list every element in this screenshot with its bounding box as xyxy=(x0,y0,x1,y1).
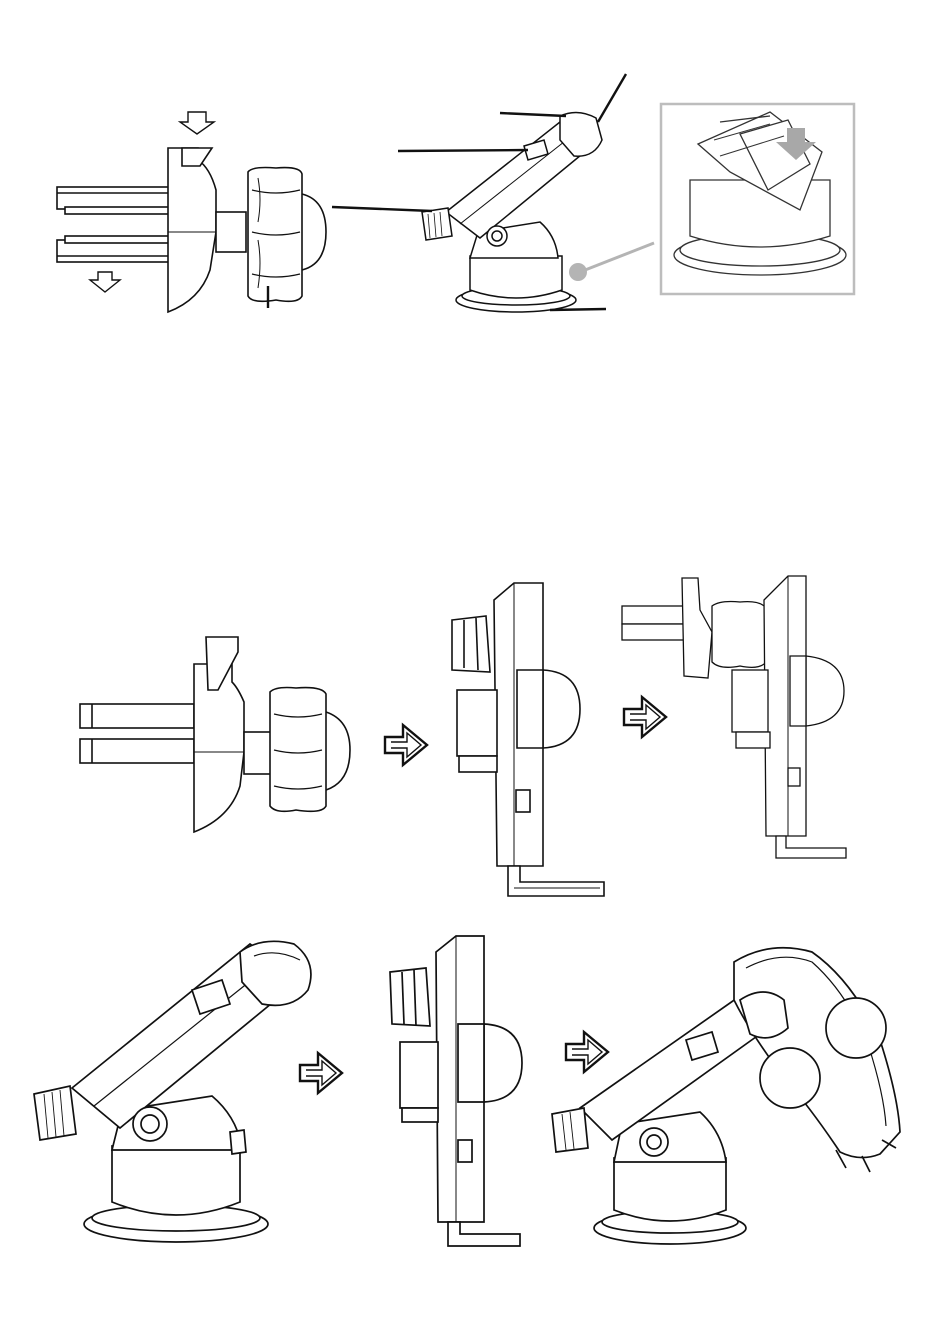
leader-line xyxy=(398,150,528,151)
ball-socket xyxy=(248,168,326,302)
clip-neck xyxy=(216,212,246,252)
release-arrow-icon xyxy=(90,272,120,292)
arm-knob xyxy=(422,208,452,240)
step-arrow-icon xyxy=(624,697,666,737)
leader-line xyxy=(598,74,626,122)
leader-line xyxy=(500,113,566,116)
step-arrow-icon xyxy=(300,1053,342,1093)
vent-mount-sequence xyxy=(80,576,846,896)
press-arrow-icon xyxy=(180,112,214,134)
vent-clip-side-view xyxy=(57,112,326,312)
phone-holder-side xyxy=(452,583,604,896)
leader-line xyxy=(550,309,606,310)
detail-inset xyxy=(569,104,854,294)
vent-clip-assembly xyxy=(80,637,350,832)
step-arrow-icon xyxy=(566,1032,608,1072)
callout-dot xyxy=(569,263,587,281)
callout-line xyxy=(580,243,654,272)
step-arrow-icon xyxy=(385,725,427,765)
clip-body xyxy=(168,148,216,312)
parts-overview xyxy=(57,74,854,312)
dash-mount-sequence xyxy=(34,936,900,1246)
dash-mount-large xyxy=(34,941,311,1242)
vent-prong-upper xyxy=(57,187,169,214)
leader-line xyxy=(332,207,432,211)
dash-assembly-complete xyxy=(552,948,900,1244)
base-housing xyxy=(470,256,562,298)
vent-prong-lower xyxy=(57,236,169,262)
phone-holder-side-2 xyxy=(390,936,522,1246)
